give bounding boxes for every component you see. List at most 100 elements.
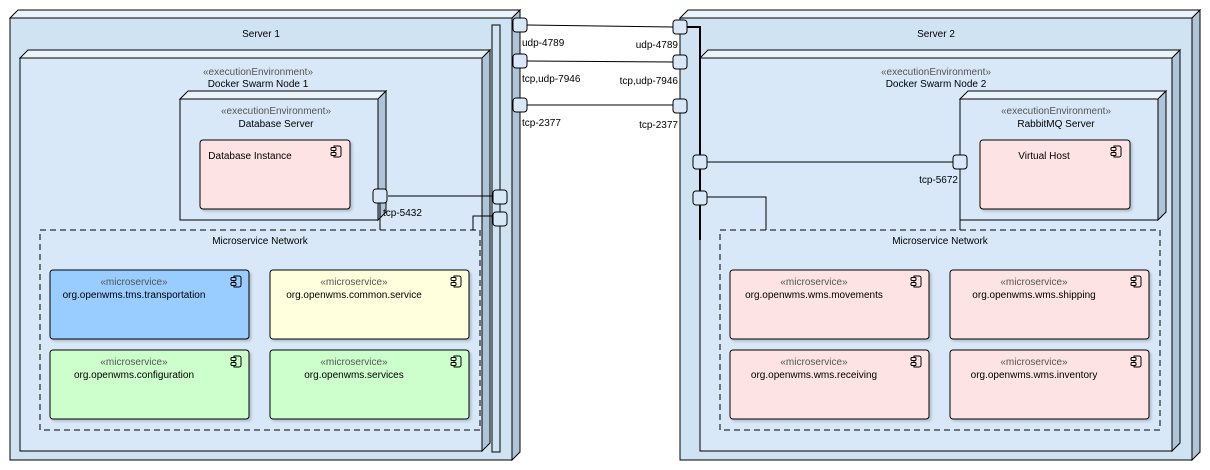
server-2-side-face [1191, 8, 1201, 462]
microservice-stereotype: «microservice» [320, 277, 388, 288]
microservice-component[interactable]: «microservice»org.openwms.configuration [49, 349, 250, 420]
microservice-component[interactable]: «microservice» org.openwms.common.service [269, 269, 470, 340]
node-2-side-face [1171, 48, 1181, 453]
microservice-stereotype: «microservice» [320, 357, 388, 368]
server-1-port-bus [491, 24, 501, 453]
node-1-stereotype: «executionEnvironment» [203, 67, 314, 78]
microservice-box [729, 269, 930, 340]
server-2-port-tcp-2377[interactable] [672, 98, 688, 114]
microservice-name: org.openwms.wms.shipping [972, 290, 1095, 301]
microservice-box [729, 349, 930, 420]
db-env-stereotype: «executionEnvironment» [221, 106, 332, 117]
port-label-tcp-5672: tcp-5672 [919, 175, 958, 186]
server-1-port-udp-4789[interactable] [512, 17, 528, 33]
server-2-port-label-1: tcp,udp-7946 [620, 76, 679, 87]
connection-tcp-udp-7946[interactable] [526, 60, 674, 63]
component-icon [1110, 145, 1122, 158]
component-icon [230, 355, 242, 368]
component-icon [1130, 275, 1142, 288]
microservice-stereotype: «microservice» [100, 357, 168, 368]
network-1-boundary [39, 229, 481, 431]
microservice-box [49, 269, 250, 340]
bus-network-link-2 [707, 196, 767, 230]
bus-port-1[interactable] [492, 189, 508, 205]
server-2-bus-port-1[interactable] [692, 154, 708, 170]
virtual-host-component[interactable]: Virtual Host [979, 139, 1131, 210]
microservice-component[interactable]: «microservice» org.openwms.wms.movements [729, 269, 930, 340]
node-1-name: Docker Swarm Node 1 [208, 79, 309, 90]
component-icon [450, 355, 462, 368]
server-2-port-label-0: udp-4789 [636, 40, 679, 51]
microservice-stereotype: «microservice» [780, 357, 848, 368]
microservice-stereotype: «microservice» [780, 277, 848, 288]
microservice-box [949, 349, 1150, 420]
node-2-top-face [698, 49, 1182, 59]
virtual-host-name: Virtual Host [1018, 151, 1070, 162]
microservice-name: org.openwms.wms.receiving [751, 370, 877, 381]
db-env-top-face [178, 90, 388, 100]
db-instance-name: Database Instance [208, 151, 292, 162]
microservice-name: org.openwms.wms.movements [745, 290, 883, 301]
microservice-box [269, 269, 470, 340]
component-icon [910, 355, 922, 368]
microservice-name: org.openwms.common.service [286, 290, 422, 301]
bus-network-link-1 [472, 215, 492, 230]
server-1-top-face [8, 9, 522, 19]
component-icon [230, 275, 242, 288]
microservice-stereotype: «microservice» [1000, 357, 1068, 368]
network-2-name: Microservice Network [892, 236, 989, 247]
db-instance-box [199, 139, 351, 210]
rmq-env-name: RabbitMQ Server [1017, 119, 1095, 130]
connection-udp-4789[interactable] [526, 24, 674, 28]
port-label-tcp-5432: tcp-5432 [383, 208, 422, 219]
microservice-component[interactable]: «microservice» org.openwms.wms.shipping [949, 269, 1150, 340]
microservice-stereotype: «microservice» [1000, 277, 1068, 288]
server-1-port-label-2: tcp-2377 [522, 118, 561, 129]
server-1-title: Server 1 [242, 29, 280, 40]
server-2-bus-port-2[interactable] [692, 190, 708, 206]
microservice-stereotype: «microservice» [100, 277, 168, 288]
microservice-network-2[interactable]: Microservice Network [719, 229, 1161, 431]
server-2-top-face [678, 9, 1202, 19]
node-1-side-face [481, 48, 491, 453]
port-tcp-5432[interactable] [372, 188, 388, 204]
server-2-ports: udp-4789 tcp,udp-7946 tcp-2377 [620, 19, 688, 131]
server-1-port-tcp-udp-7946[interactable] [512, 53, 528, 69]
component-icon [450, 275, 462, 288]
db-env-name: Database Server [238, 119, 314, 130]
microservice-component[interactable]: «microservice» org.openwms.tms.transporta… [49, 269, 250, 340]
microservice-name: org.openwms.wms.inventory [971, 370, 1098, 381]
server-1-port-tcp-2377[interactable] [512, 97, 528, 113]
server-2-title: Server 2 [917, 29, 955, 40]
node-2-stereotype: «executionEnvironment» [881, 67, 992, 78]
microservice-component[interactable]: «microservice» org.openwms.wms.receiving [729, 349, 930, 420]
server-1-ports: udp-4789 tcp,udp-7946 tcp-2377 [512, 17, 581, 129]
rmq-env-stereotype: «executionEnvironment» [1001, 106, 1112, 117]
component-icon [910, 275, 922, 288]
microservice-name: org.openwms.tms.transportation [63, 290, 206, 301]
bus-port-2[interactable] [492, 211, 508, 227]
database-instance-component[interactable]: Database Instance [199, 139, 351, 210]
microservice-network-1[interactable]: Microservice Network [39, 229, 481, 431]
node-2-name: Docker Swarm Node 2 [886, 79, 987, 90]
server-2-port-tcp-udp-7946[interactable] [672, 54, 688, 70]
component-icon [330, 145, 342, 158]
rmq-env-side-face [1157, 89, 1167, 222]
microservice-component[interactable]: «microservice» org.openwms.wms.inventory [949, 349, 1150, 420]
microservice-component[interactable]: «microservice» org.openwms.services [269, 349, 470, 420]
node-1-top-face [18, 49, 492, 59]
network-2-boundary [719, 229, 1161, 431]
microservice-box [49, 349, 250, 420]
microservice-name: org.openwms.services [304, 370, 403, 381]
rmq-env-top-face [958, 90, 1168, 100]
virtual-host-box [979, 139, 1131, 210]
port-tcp-5672[interactable] [952, 154, 968, 170]
server-1-side-face [511, 8, 521, 462]
component-icon [1130, 355, 1142, 368]
network-1-name: Microservice Network [212, 236, 309, 247]
server-2-port-udp-4789[interactable] [672, 19, 688, 35]
microservice-box [949, 269, 1150, 340]
server-2-port-label-2: tcp-2377 [639, 120, 678, 131]
server-1-port-label-0: udp-4789 [522, 38, 565, 49]
